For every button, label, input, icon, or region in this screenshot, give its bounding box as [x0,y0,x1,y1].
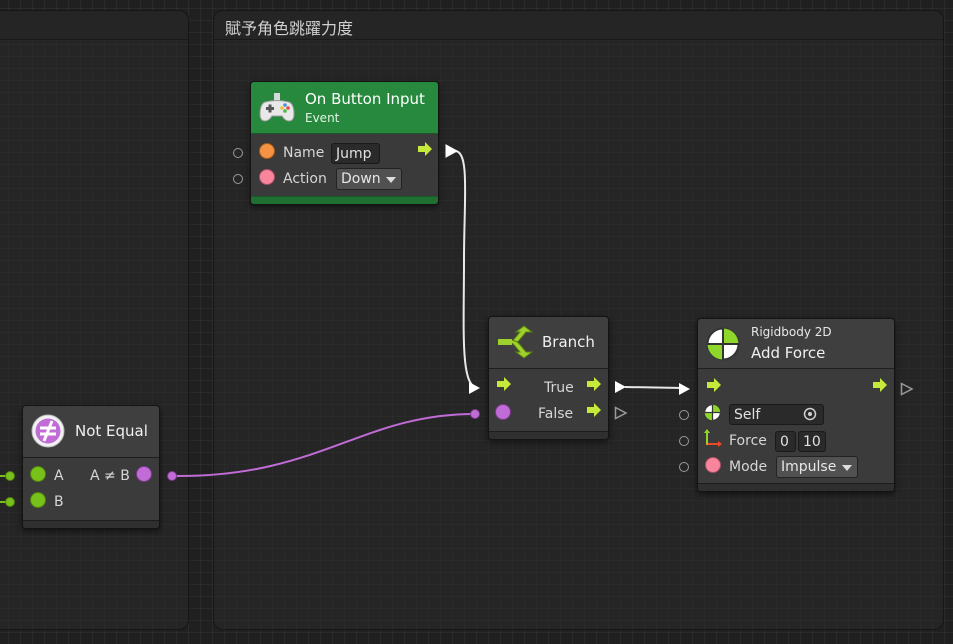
left-group-header [0,11,188,40]
result-output-port[interactable] [167,471,177,481]
force-y-field[interactable]: 10 [798,431,826,452]
mode-label: Mode [729,459,768,475]
wire-true-to-addforce [624,386,684,389]
mode-dropdown[interactable]: Impulse [776,456,858,478]
branch-node[interactable]: Branch [488,316,609,440]
flow-output-port[interactable] [445,144,459,158]
target-input-port[interactable] [679,410,689,420]
condition-input-port[interactable] [470,409,480,419]
false-label: False [538,406,574,422]
target-field[interactable]: Self [729,404,824,425]
string-type-icon [259,143,275,159]
true-label: True [544,380,574,396]
node-title: Add Force [751,344,826,362]
input-a-label: A [54,468,64,484]
vector2-icon [704,429,722,447]
add-force-header[interactable]: Rigidbody 2D Add Force [698,319,894,369]
vector-type-icon [30,466,46,482]
flow-input-icon [707,378,721,392]
true-output-port[interactable] [614,380,628,394]
rigidbody-2d-icon [706,327,740,361]
flow-input-icon [497,377,511,391]
object-picker-icon[interactable] [803,407,817,421]
flow-input-port[interactable] [468,381,482,395]
name-label: Name [283,145,325,161]
flow-input-port[interactable] [678,382,692,396]
node-footer [251,196,438,204]
mode-input-port[interactable] [679,462,689,472]
group-title: 賦予角色跳躍力度 [225,19,354,38]
node-footer [23,520,159,528]
gamepad-icon [259,93,295,122]
branch-header[interactable]: Branch [489,317,608,369]
flow-false-icon [587,403,601,417]
name-field[interactable]: Jump [331,143,380,164]
node-footer [698,483,894,491]
rigidbody-type-icon [704,404,721,421]
bool-type-icon [136,466,152,482]
chevron-down-icon [386,177,396,183]
node-title: Not Equal [75,422,148,440]
input-b-port[interactable] [5,497,15,507]
wire-notequal-to-branch [171,413,476,478]
mode-dropdown-value: Impulse [781,459,837,475]
vector-type-icon [30,492,46,508]
node-category: Rigidbody 2D [751,325,832,339]
chevron-down-icon [842,465,852,471]
group-header[interactable]: 賦予角色跳躍力度 [214,11,943,40]
action-label: Action [283,171,327,187]
not-equal-node[interactable]: Not Equal [22,405,160,529]
flow-output-icon [873,378,887,392]
flow-output-icon [418,142,432,156]
action-dropdown-value: Down [341,171,381,187]
target-value: Self [734,407,761,423]
force-input-port[interactable] [679,436,689,446]
flow-true-icon [587,377,601,391]
node-subtitle: Event [305,111,340,125]
bool-type-icon [495,404,511,420]
input-b-label: B [54,494,64,510]
flow-output-port[interactable] [900,382,914,396]
on-button-input-header[interactable]: On Button Input Event [251,82,438,134]
output-label: A ≠ B [90,468,130,484]
enum-type-icon [705,457,721,473]
not-equal-icon [31,414,65,448]
branch-icon [498,325,534,359]
enum-type-icon [259,169,275,185]
false-output-port[interactable] [614,406,628,420]
action-input-port[interactable] [233,174,243,184]
node-footer [489,431,608,439]
force-x-field[interactable]: 0 [775,431,796,452]
not-equal-header[interactable]: Not Equal [23,406,159,458]
node-title: On Button Input [305,90,425,108]
action-dropdown[interactable]: Down [336,168,402,190]
node-title: Branch [542,333,595,351]
input-a-port[interactable] [5,471,15,481]
wire-button-to-branch [454,150,479,389]
force-label: Force [729,433,767,449]
name-input-port[interactable] [233,148,243,158]
